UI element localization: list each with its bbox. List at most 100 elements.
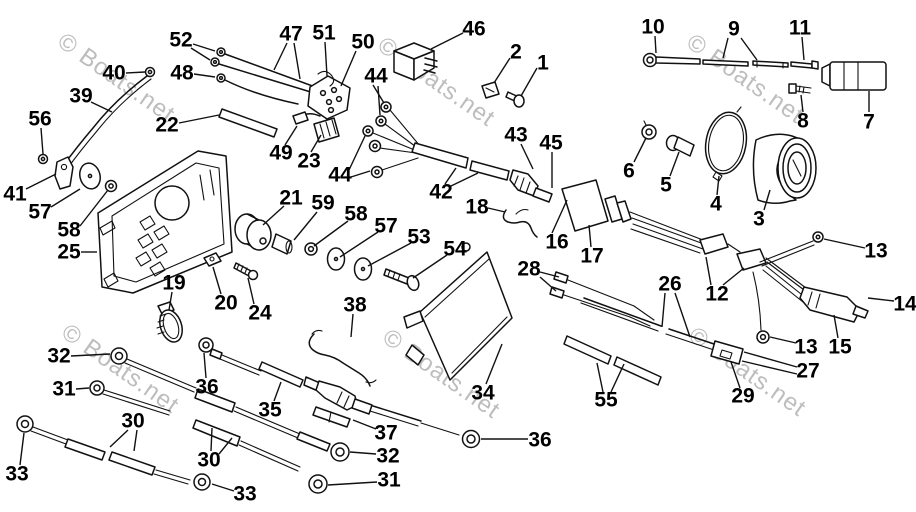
callout-number-56: 56 bbox=[28, 108, 51, 131]
callout-number-58: 58 bbox=[57, 219, 81, 242]
callout-leader-6 bbox=[633, 137, 647, 163]
callout-number-41: 41 bbox=[3, 183, 27, 206]
callout-number-18: 18 bbox=[465, 196, 489, 219]
callout-leader-12 bbox=[705, 256, 712, 286]
harness-wires-top-left bbox=[210, 47, 321, 118]
callout-number-40: 40 bbox=[102, 62, 125, 85]
retainer-clip-18 bbox=[502, 208, 538, 238]
callout-number-8: 8 bbox=[797, 110, 809, 133]
callout-number-20: 20 bbox=[214, 292, 237, 315]
callout-leader-43 bbox=[520, 143, 534, 170]
callout-number-51: 51 bbox=[312, 22, 336, 45]
callout-number-35: 35 bbox=[258, 399, 282, 422]
callout-number-15: 15 bbox=[828, 336, 852, 359]
trim-knob-21-and-spacers bbox=[234, 213, 420, 292]
callout-leader-41 bbox=[25, 173, 57, 190]
callout-number-30: 30 bbox=[197, 449, 220, 472]
callout-number-17: 17 bbox=[580, 245, 603, 268]
callout-leader-36 bbox=[203, 352, 207, 379]
callout-leader-4 bbox=[716, 175, 720, 196]
callout-number-3: 3 bbox=[753, 208, 765, 231]
callout-number-47: 47 bbox=[279, 23, 302, 46]
callout-number-5: 5 bbox=[660, 174, 672, 197]
callout-leader-33 bbox=[211, 483, 235, 492]
callout-number-31: 31 bbox=[377, 469, 401, 492]
callout-leader-16 bbox=[551, 199, 568, 234]
callout-leader-52 bbox=[192, 43, 216, 52]
callout-leader-2 bbox=[493, 57, 511, 84]
callout-leader-44 bbox=[377, 85, 381, 116]
callout-leader-26 bbox=[674, 292, 691, 338]
callout-leader-30 bbox=[133, 429, 138, 452]
callout-leader-44 bbox=[350, 170, 371, 178]
callout-leader-42 bbox=[444, 167, 457, 185]
coil-connector-16-17 bbox=[561, 179, 869, 344]
callout-leader-38 bbox=[350, 313, 354, 338]
callout-leader-24 bbox=[247, 277, 255, 305]
callout-number-13: 13 bbox=[794, 336, 817, 359]
callout-leader-47 bbox=[273, 42, 288, 71]
callout-leader-30 bbox=[218, 437, 233, 455]
callout-leader-1 bbox=[520, 67, 538, 97]
callout-number-19: 19 bbox=[162, 272, 185, 295]
callout-leader-55 bbox=[596, 362, 604, 393]
callout-number-43: 43 bbox=[504, 124, 527, 147]
callout-number-57: 57 bbox=[374, 215, 397, 238]
callout-leader-18 bbox=[487, 207, 506, 213]
callout-number-11: 11 bbox=[789, 17, 812, 40]
callout-number-32: 32 bbox=[376, 445, 399, 468]
callout-leader-44 bbox=[348, 135, 366, 171]
clip-2-and-screw-1 bbox=[481, 81, 525, 108]
callout-number-6: 6 bbox=[623, 160, 635, 183]
callout-number-53: 53 bbox=[407, 226, 430, 249]
callout-leader-42 bbox=[450, 172, 479, 187]
callout-leader-35 bbox=[273, 381, 282, 402]
callout-leader-27 bbox=[741, 360, 798, 375]
callout-leader-23 bbox=[310, 134, 322, 153]
callout-leader-22 bbox=[178, 114, 220, 124]
callout-number-32: 32 bbox=[47, 345, 70, 368]
callout-number-1: 1 bbox=[537, 52, 549, 75]
callout-number-13: 13 bbox=[864, 240, 887, 263]
callout-leader-40 bbox=[125, 71, 146, 74]
callout-leader-21 bbox=[262, 205, 285, 226]
callout-leader-55 bbox=[610, 363, 625, 393]
callout-leader-28 bbox=[539, 271, 560, 278]
clip-20-and-screw-24 bbox=[203, 252, 259, 281]
link-rod-22 bbox=[218, 108, 278, 138]
callout-leader-33 bbox=[19, 432, 25, 466]
callout-leader-3 bbox=[763, 189, 771, 211]
callout-number-42: 42 bbox=[429, 181, 452, 204]
callout-leader-51 bbox=[324, 41, 328, 77]
callout-number-48: 48 bbox=[170, 62, 194, 85]
key-switch-harness-42 bbox=[362, 101, 553, 203]
callout-number-29: 29 bbox=[731, 385, 754, 408]
callout-leader-31 bbox=[327, 481, 378, 486]
callout-number-57: 57 bbox=[28, 201, 51, 224]
callout-leader-56 bbox=[40, 127, 44, 155]
callout-leader-46 bbox=[430, 32, 464, 50]
callout-number-4: 4 bbox=[710, 193, 722, 216]
callout-leader-50 bbox=[340, 50, 357, 87]
callout-number-26: 26 bbox=[658, 273, 681, 296]
callout-number-7: 7 bbox=[863, 111, 875, 134]
callout-leader-49 bbox=[284, 125, 298, 146]
callout-leader-47 bbox=[293, 42, 301, 80]
callout-leader-48 bbox=[193, 73, 216, 78]
spring-link-38 bbox=[308, 329, 377, 387]
callout-number-28: 28 bbox=[517, 258, 541, 281]
callout-leader-57 bbox=[50, 188, 81, 208]
grommet-6-bulb-5-oring-4 bbox=[641, 106, 748, 182]
callout-leader-30 bbox=[109, 429, 129, 448]
callout-leader-9 bbox=[722, 37, 729, 59]
callout-number-2: 2 bbox=[510, 41, 522, 64]
callout-number-55: 55 bbox=[594, 389, 618, 412]
callout-leader-8 bbox=[800, 94, 804, 113]
callout-number-36: 36 bbox=[528, 429, 551, 452]
callout-leader-13 bbox=[823, 238, 866, 249]
ignition-switch-connector bbox=[307, 70, 351, 120]
callout-leader-59 bbox=[293, 211, 318, 241]
callout-leader-20 bbox=[212, 266, 222, 295]
